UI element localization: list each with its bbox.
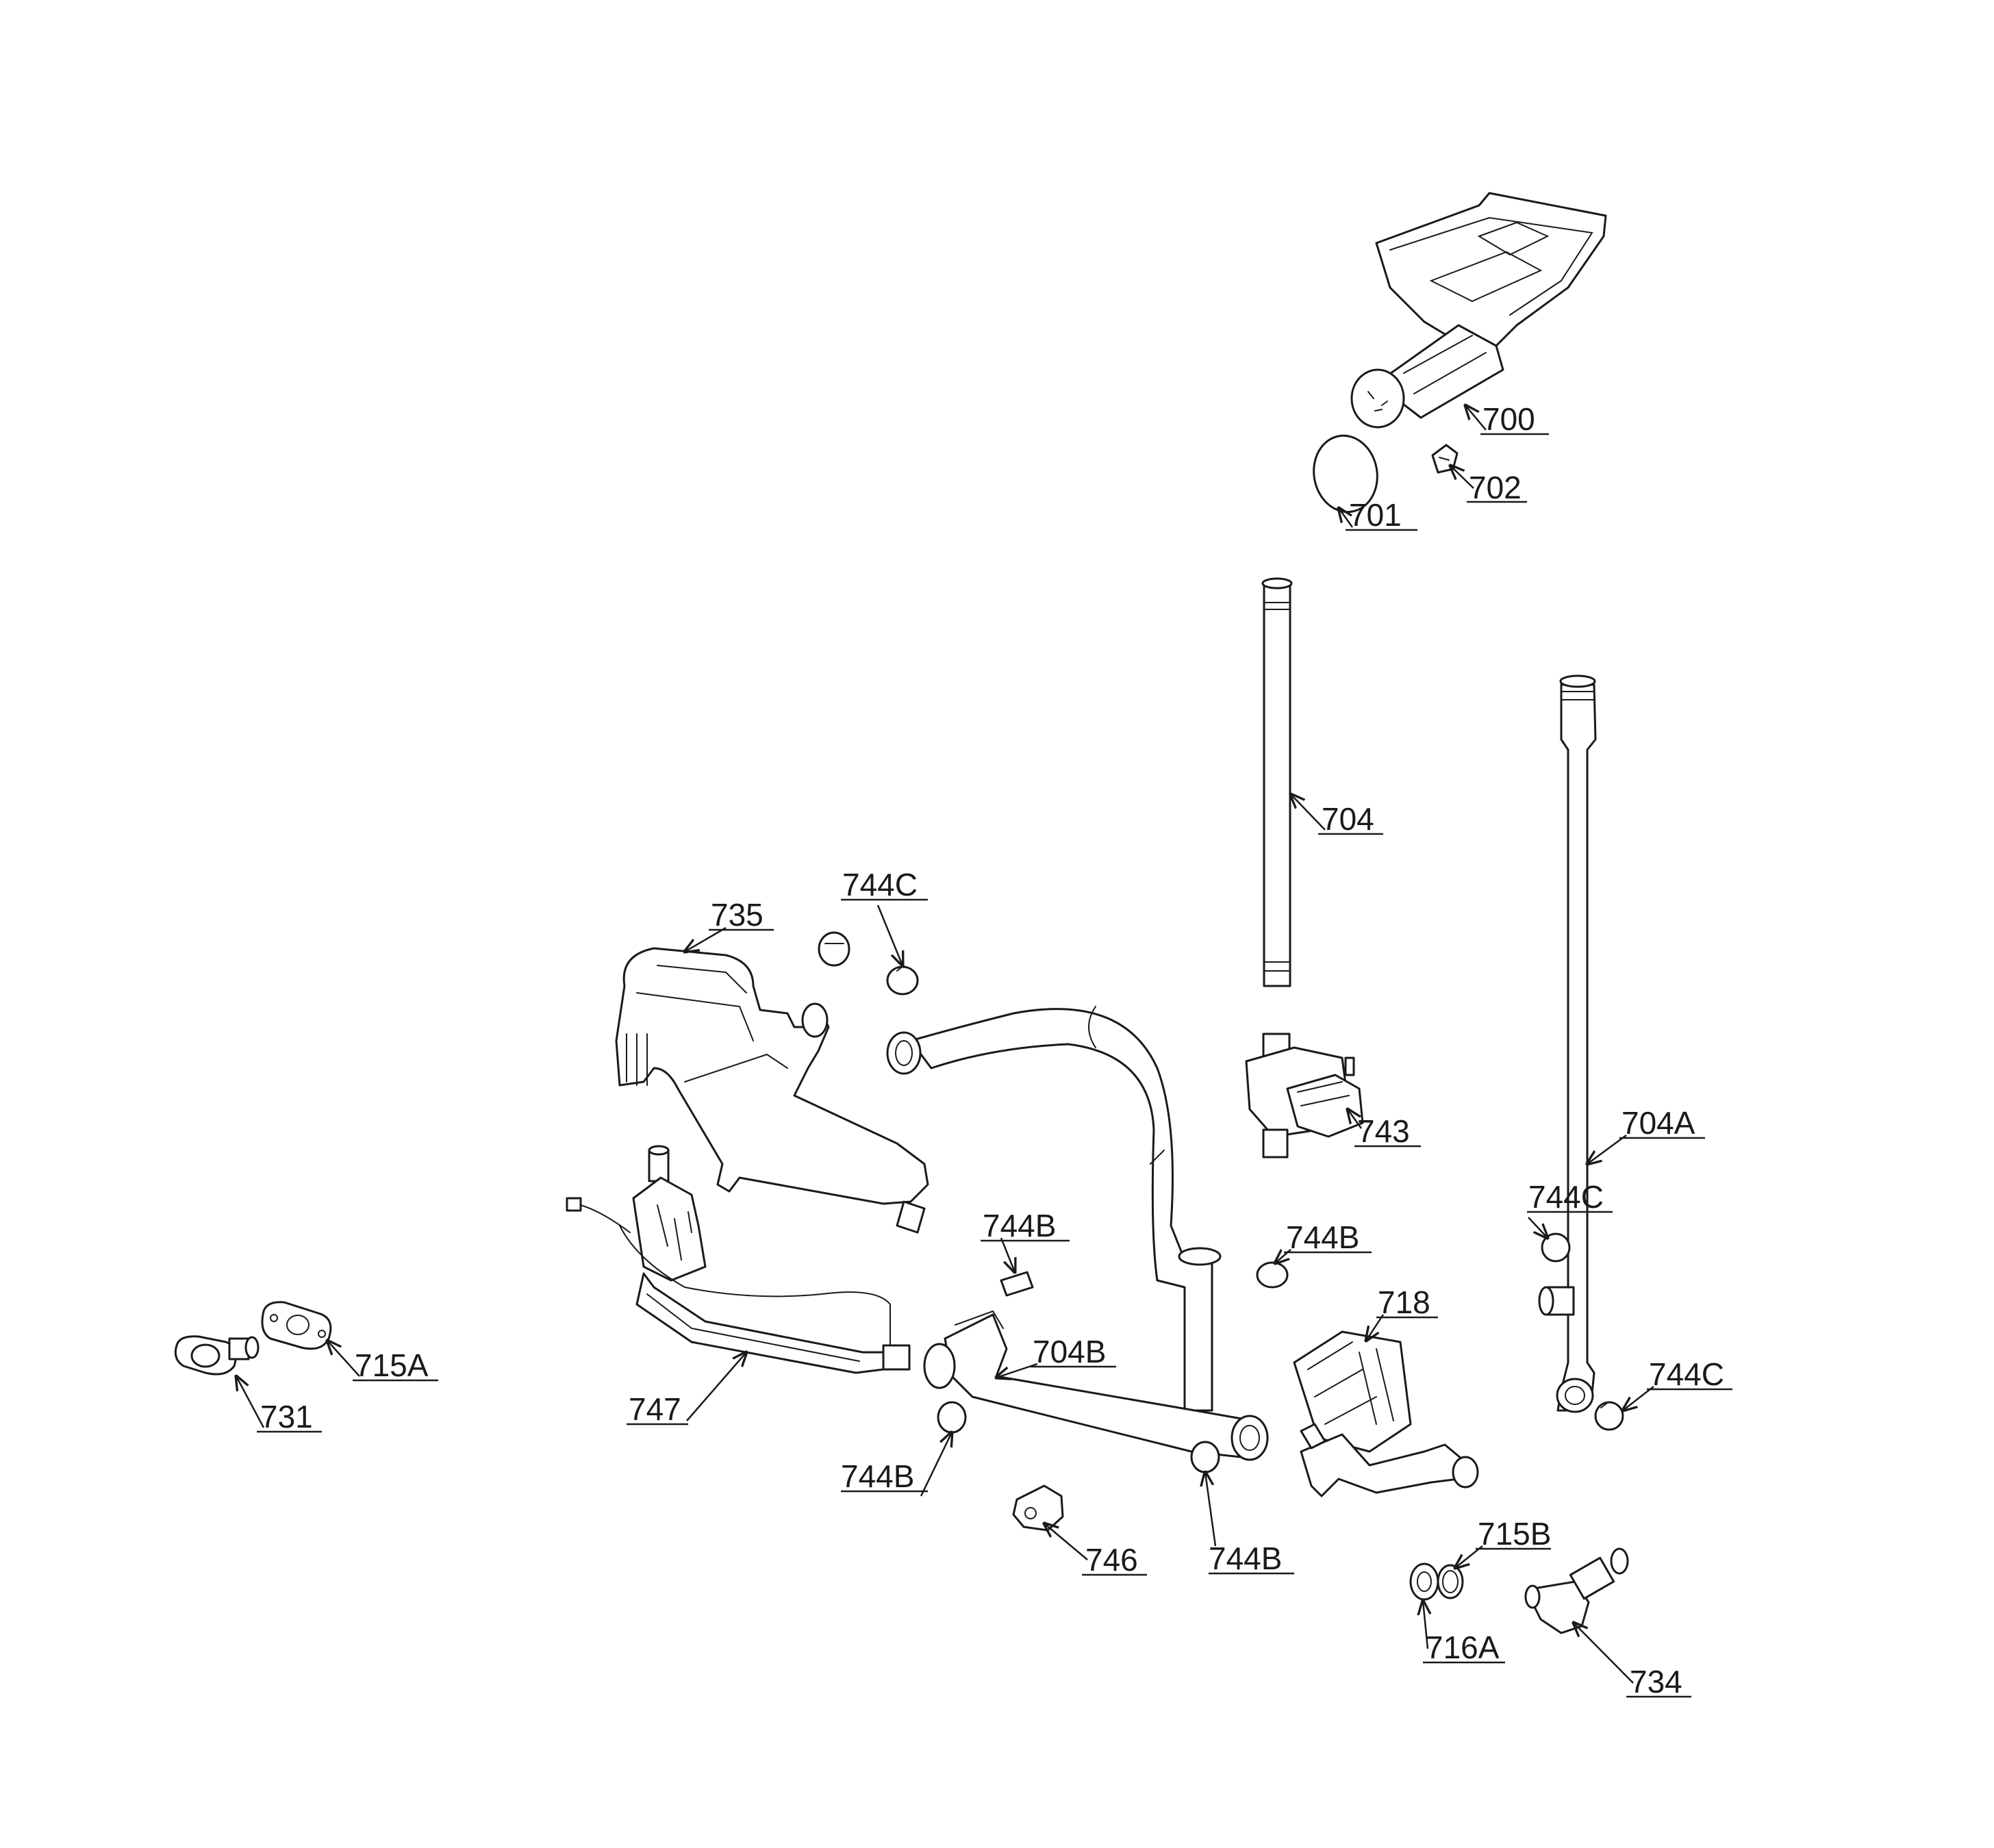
callout-700: 700 bbox=[1482, 401, 1535, 437]
part-718-component bbox=[1293, 1330, 1479, 1497]
callout-704: 704 bbox=[1322, 801, 1374, 837]
clamp-744c-lower bbox=[1594, 1401, 1624, 1431]
callout-715a: 715A bbox=[355, 1347, 429, 1383]
clamp-744c-right bbox=[1541, 1232, 1571, 1263]
part-716a-ring bbox=[1409, 1562, 1439, 1601]
part-700-dispenser bbox=[1350, 192, 1607, 429]
clamp-744c-top-b bbox=[886, 965, 919, 996]
callout-702: 702 bbox=[1469, 470, 1522, 505]
callout-704b: 704B bbox=[1033, 1334, 1106, 1369]
part-743-valve bbox=[1245, 1033, 1364, 1159]
clamp-744c-top-a bbox=[818, 931, 850, 967]
part-704a-tube bbox=[1538, 674, 1597, 1413]
callout-715b: 715B bbox=[1478, 1516, 1551, 1552]
callout-716a: 716A bbox=[1426, 1630, 1500, 1665]
callout-744b-bottom: 744B bbox=[1209, 1541, 1282, 1576]
callout-744b-left: 744B bbox=[841, 1458, 914, 1494]
callout-744c-right: 744C bbox=[1528, 1179, 1604, 1215]
part-746-clip bbox=[1012, 1484, 1064, 1532]
clamp-744b-bottom bbox=[1190, 1441, 1220, 1473]
callout-701: 701 bbox=[1349, 497, 1402, 533]
part-735-air-trap bbox=[615, 947, 929, 1234]
label-underlines bbox=[257, 433, 1732, 1698]
clamp-744b-top bbox=[1000, 1271, 1034, 1297]
part-731-fitting bbox=[174, 1335, 260, 1376]
callout-744b-top: 744B bbox=[983, 1208, 1056, 1243]
part-u-hose bbox=[886, 1006, 1222, 1412]
callout-743: 743 bbox=[1357, 1113, 1410, 1149]
part-715a-gasket bbox=[261, 1301, 332, 1350]
callout-718: 718 bbox=[1378, 1284, 1430, 1320]
part-734-elbow bbox=[1524, 1547, 1629, 1634]
callout-704a: 704A bbox=[1621, 1105, 1695, 1141]
callout-747: 747 bbox=[629, 1391, 681, 1427]
callout-731: 731 bbox=[260, 1399, 313, 1434]
part-704b-hose bbox=[923, 1310, 1269, 1461]
callout-734: 734 bbox=[1630, 1664, 1682, 1699]
callout-744c-lower: 744C bbox=[1649, 1356, 1724, 1392]
callout-735: 735 bbox=[711, 897, 763, 933]
callout-744b-right: 744B bbox=[1286, 1219, 1359, 1255]
leader-lines bbox=[236, 405, 1654, 1684]
part-747-assembly bbox=[566, 1145, 911, 1374]
callout-746: 746 bbox=[1085, 1542, 1138, 1578]
clamp-744b-right bbox=[1256, 1261, 1289, 1289]
clamp-744b-left bbox=[937, 1401, 967, 1434]
part-715b-ring bbox=[1437, 1564, 1464, 1599]
callout-labels: 700 701 702 704 704A 704B 715A 715B 716A… bbox=[260, 401, 1724, 1699]
callout-744c-top: 744C bbox=[842, 867, 918, 902]
part-704-tube bbox=[1261, 577, 1293, 987]
